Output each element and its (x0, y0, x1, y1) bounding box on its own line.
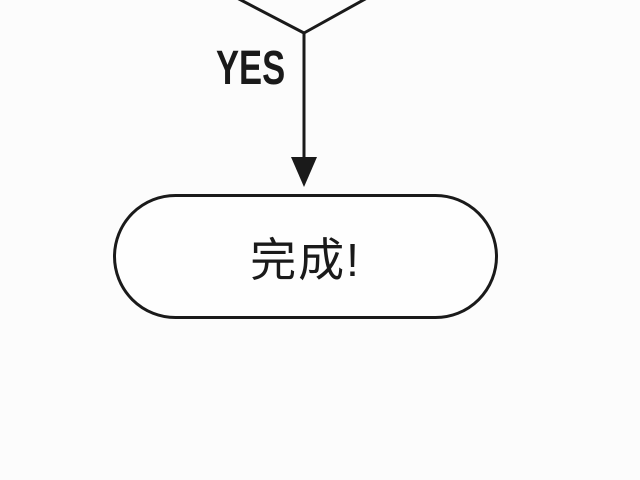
decision-node-bottom-edges (237, 0, 367, 35)
terminator-node-complete: 完成! (113, 194, 498, 319)
yes-branch-label: YES (216, 42, 286, 95)
terminator-label: 完成! (250, 233, 361, 286)
arrowhead-icon (291, 157, 317, 187)
